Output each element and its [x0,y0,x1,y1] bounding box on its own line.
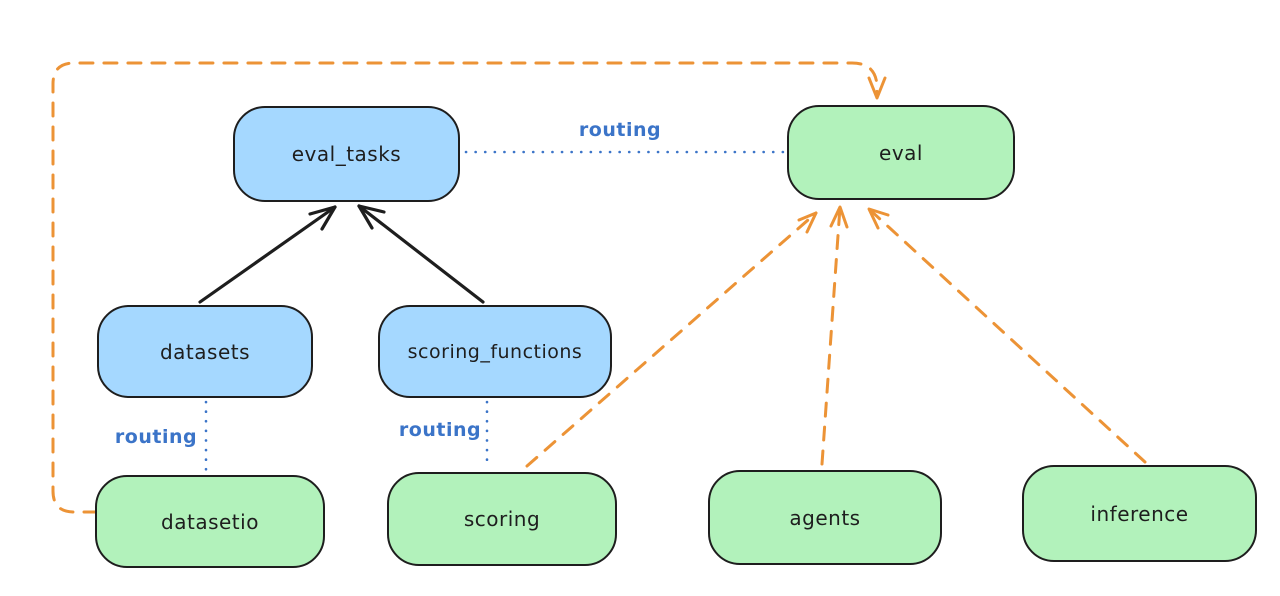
node-eval-tasks-label: eval_tasks [291,142,402,166]
node-scoring-label: scoring [463,507,541,531]
routing-label-eval-tasks-eval: routing [578,119,662,141]
node-datasets: datasets [97,305,313,398]
node-eval-label: eval [879,140,923,165]
node-datasets-label: datasets [159,339,251,364]
node-datasetio: datasetio [95,475,325,568]
edge-scoring-functions-to-eval-tasks-arrow [357,204,485,304]
edge-agents-to-eval-dashed-arrow [820,205,849,466]
edge-datasets-to-eval-tasks-arrow [198,205,337,304]
routing-label-scoring-functions-scoring: routing [398,419,482,441]
node-agents-label: agents [789,505,861,530]
node-eval-tasks: eval_tasks [233,106,460,202]
node-scoring: scoring [387,472,617,566]
node-scoring-functions-label: scoring_functions [407,340,583,363]
node-eval: eval [787,105,1015,200]
node-datasetio-label: datasetio [161,509,259,534]
node-scoring-functions: scoring_functions [378,305,612,398]
edge-inference-to-eval-dashed-arrow [867,207,1147,464]
node-inference: inference [1022,465,1257,562]
node-agents: agents [708,470,942,565]
node-inference-label: inference [1090,501,1189,526]
routing-label-datasets-datasetio: routing [114,426,198,448]
